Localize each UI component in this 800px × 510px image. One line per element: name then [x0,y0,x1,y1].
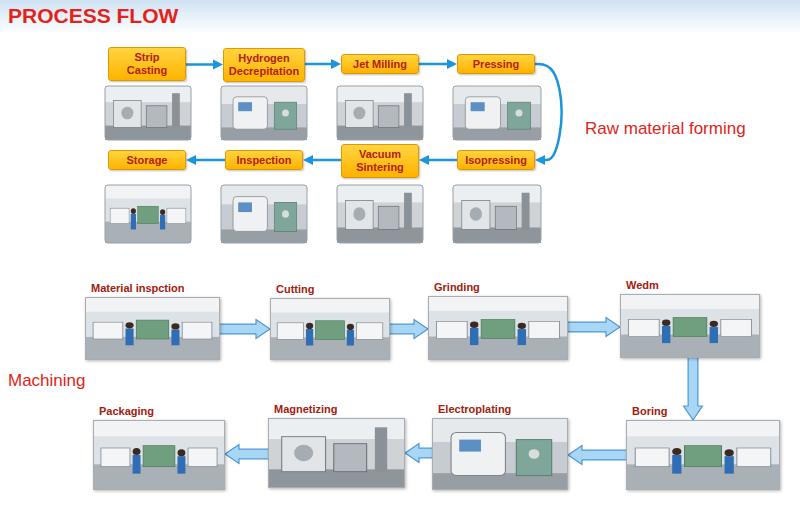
flow-arrow [535,64,562,160]
arrow-outline [390,324,414,335]
process-box: Hydrogen Decrepitation [223,48,305,81]
bottom-photos [85,294,780,490]
process-photo: Electroplating [432,418,568,490]
arrow-outline [688,358,699,406]
factory-photo [105,86,191,140]
arrow-outline [419,448,432,459]
factory-photo [337,86,423,140]
flow-arrow [196,159,225,160]
factory-photo [337,185,423,243]
photo-frame [337,185,423,243]
process-box: Inspection [225,150,303,171]
photo-frame [221,185,307,243]
factory-photo [93,420,225,490]
arrow-body [196,159,225,162]
arrow-body [390,325,414,334]
step-label: Boring [632,405,667,418]
step-label: Inspection [230,154,298,167]
process-photo: Packaging [93,420,225,490]
flow-arrow [568,327,606,328]
step-label: Vacuum Sintering [346,148,414,173]
process-box: Storage [108,150,186,171]
arrow-body [689,358,698,406]
process-box: Strip Casting [108,47,186,80]
arrow-outline [568,322,606,333]
flow-arrow [582,455,626,456]
flow-arrow [239,454,268,455]
arrow-outline [582,450,626,461]
arrow-outline [239,449,268,460]
flow-arrow [305,63,331,64]
step-label: Jet Milling [346,58,414,71]
step-label: Wedm [626,279,659,292]
factory-photo [85,297,220,360]
flow-arrow [186,64,213,65]
step-label: Storage [113,154,181,167]
photo-frame [453,86,541,140]
factory-photo [270,298,390,360]
section-label: Raw material forming [585,119,746,139]
photo-frame [337,86,423,140]
arrow-body [305,63,331,66]
page-title: PROCESS FLOW [8,3,178,29]
step-label: Magnetizing [274,403,338,416]
process-photo: Grinding [428,296,568,360]
factory-photo [428,296,568,360]
factory-photo [626,420,780,490]
process-photo: Cutting [270,298,390,360]
factory-photo [221,185,307,243]
photo-frame [221,86,307,140]
arrow-body [186,63,213,66]
factory-photo [268,418,405,488]
arrow-body [313,159,341,162]
process-photo: Boring [626,420,780,490]
factory-photo [453,185,541,243]
flow-arrow [220,329,256,330]
step-label: Packaging [99,405,154,418]
top-photos [105,86,541,243]
flow-arrow [419,453,432,454]
step-label: Isopressing [462,154,530,167]
step-label: Cutting [276,283,314,296]
header-band [0,0,800,34]
step-label: Hydrogen Decrepitation [228,52,300,77]
flow-arrow [419,63,447,64]
photo-frame [105,86,191,140]
factory-photo [453,86,541,140]
factory-photo [221,86,307,140]
step-label: Material inspction [91,282,185,295]
arrow-body [568,323,606,332]
process-box: Vacuum Sintering [341,144,419,177]
arrow-outline [220,324,256,335]
step-label: Strip Casting [113,51,181,76]
section-label: Machining [8,371,86,391]
process-box: Pressing [457,54,535,75]
arrow-body [419,63,447,66]
step-label: Electroplating [438,403,511,416]
arrow-body [419,449,432,458]
process-box: Jet Milling [341,54,419,75]
factory-photo [105,185,191,243]
arrow-body [220,325,256,334]
flow-arrow [390,329,414,330]
step-label: Grinding [434,281,480,294]
arrow-body [239,450,268,459]
arrow-body [429,159,457,162]
process-photo: Material inspction [85,297,220,360]
process-box: Isopressing [457,150,535,171]
flow-arrow [693,358,694,406]
arrow-body [535,64,562,160]
factory-photo [620,294,760,358]
photo-frame [105,185,191,243]
photo-frame [453,185,541,243]
arrow-body [582,451,626,460]
process-photo: Wedm [620,294,760,358]
factory-photo [432,418,568,490]
step-label: Pressing [462,58,530,71]
flow-arrow [313,159,341,160]
process-photo: Magnetizing [268,418,405,488]
flow-arrow [429,159,457,160]
